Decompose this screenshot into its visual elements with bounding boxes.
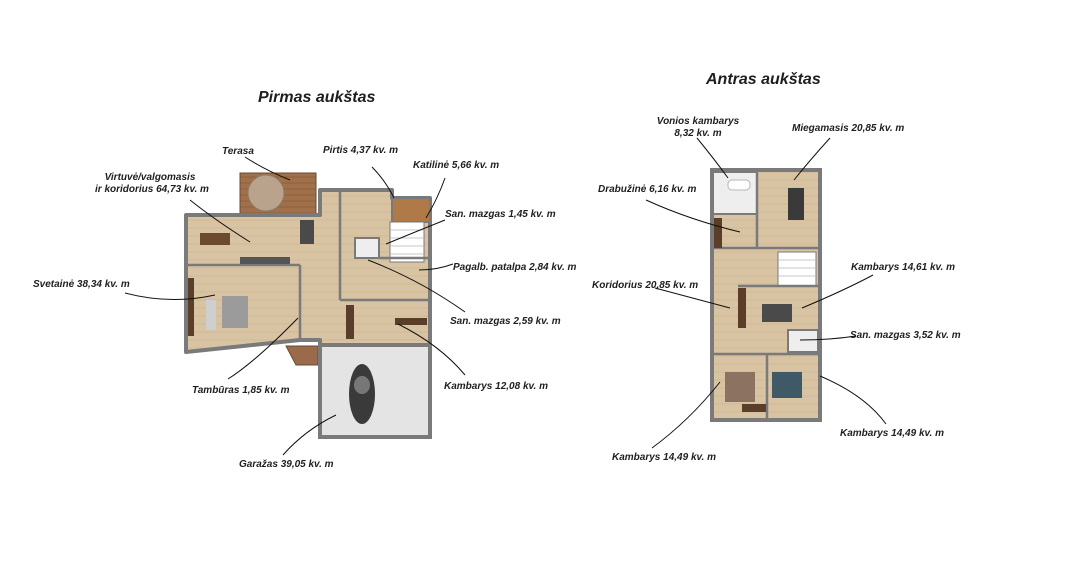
label-san-mazgas-upper: San. mazgas 3,52 kv. m bbox=[850, 330, 961, 341]
bath-small-upper bbox=[787, 329, 819, 353]
label-san-mazgas-1: San. mazgas 1,45 kv. m bbox=[445, 209, 556, 220]
corridor-cabinet bbox=[738, 288, 746, 328]
label-terasa: Terasa bbox=[222, 146, 254, 157]
garage-floor bbox=[318, 343, 432, 439]
label-koridorius: Koridorius 20,85 kv. m bbox=[592, 280, 699, 291]
label-vonios: Vonios kambarys 8,32 kv. m bbox=[648, 116, 748, 140]
sauna-room bbox=[391, 197, 431, 223]
kitchen-unit bbox=[300, 220, 314, 244]
second-floor-title: Antras aukštas bbox=[706, 71, 821, 88]
dining-table bbox=[200, 233, 230, 245]
living-sofa bbox=[206, 300, 216, 330]
second-floor-plan bbox=[710, 168, 822, 422]
first-floor-plan bbox=[184, 172, 432, 439]
label-miegamasis: Miegamasis 20,85 kv. m bbox=[792, 123, 905, 134]
kitchen-counter bbox=[240, 257, 290, 264]
stairs-first bbox=[389, 221, 425, 263]
bedroom-wardrobe bbox=[346, 305, 354, 339]
tv-unit bbox=[188, 278, 194, 336]
bathroom-small bbox=[354, 237, 380, 259]
label-kambarys-b: Kambarys 14,49 kv. m bbox=[612, 452, 716, 463]
leader-lines bbox=[124, 137, 887, 456]
label-garazas: Garažas 39,05 kv. m bbox=[239, 459, 334, 470]
terrace-umbrella bbox=[247, 174, 285, 212]
label-tamburas: Tambūras 1,85 kv. m bbox=[192, 385, 290, 396]
bedroom-desk bbox=[395, 318, 427, 325]
room-c-bed bbox=[772, 372, 802, 398]
stairs-second bbox=[777, 251, 817, 287]
bath-room-upper bbox=[712, 171, 758, 215]
label-pirtis: Pirtis 4,37 kv. m bbox=[323, 145, 399, 156]
first-floor-title: Pirmas aukštas bbox=[258, 89, 376, 106]
label-kambarys-a: Kambarys 14,61 kv. m bbox=[851, 262, 955, 273]
label-pagalb-patalpa: Pagalb. patalpa 2,84 kv. m bbox=[453, 262, 577, 273]
label-san-mazgas-2: San. mazgas 2,59 kv. m bbox=[450, 316, 561, 327]
label-virtuve: Virtuvė/valgomasis ir koridorius 64,73 k… bbox=[95, 172, 209, 196]
label-kambarys-c: Kambarys 14,49 kv. m bbox=[840, 428, 944, 439]
label-svetaine: Svetainė 38,34 kv. m bbox=[33, 279, 130, 290]
label-virtuve-line2: ir koridorius 64,73 kv. m bbox=[95, 184, 209, 195]
label-kambarys-1: Kambarys 12,08 kv. m bbox=[444, 381, 548, 392]
label-drabuzine: Drabužinė 6,16 kv. m bbox=[598, 184, 697, 195]
label-vonios-line2: 8,32 kv. m bbox=[674, 128, 722, 139]
room-b-bed bbox=[725, 372, 755, 402]
label-katiline: Katilinė 5,66 kv. m bbox=[413, 160, 500, 171]
label-virtuve-line1: Virtuvė/valgomasis bbox=[104, 172, 196, 183]
living-rug bbox=[222, 296, 248, 328]
master-bed bbox=[788, 188, 804, 220]
wardrobe-upper bbox=[714, 218, 722, 248]
entrance-stairs bbox=[285, 345, 319, 366]
label-vonios-line1: Vonios kambarys bbox=[656, 116, 740, 127]
room-desk bbox=[762, 304, 792, 322]
